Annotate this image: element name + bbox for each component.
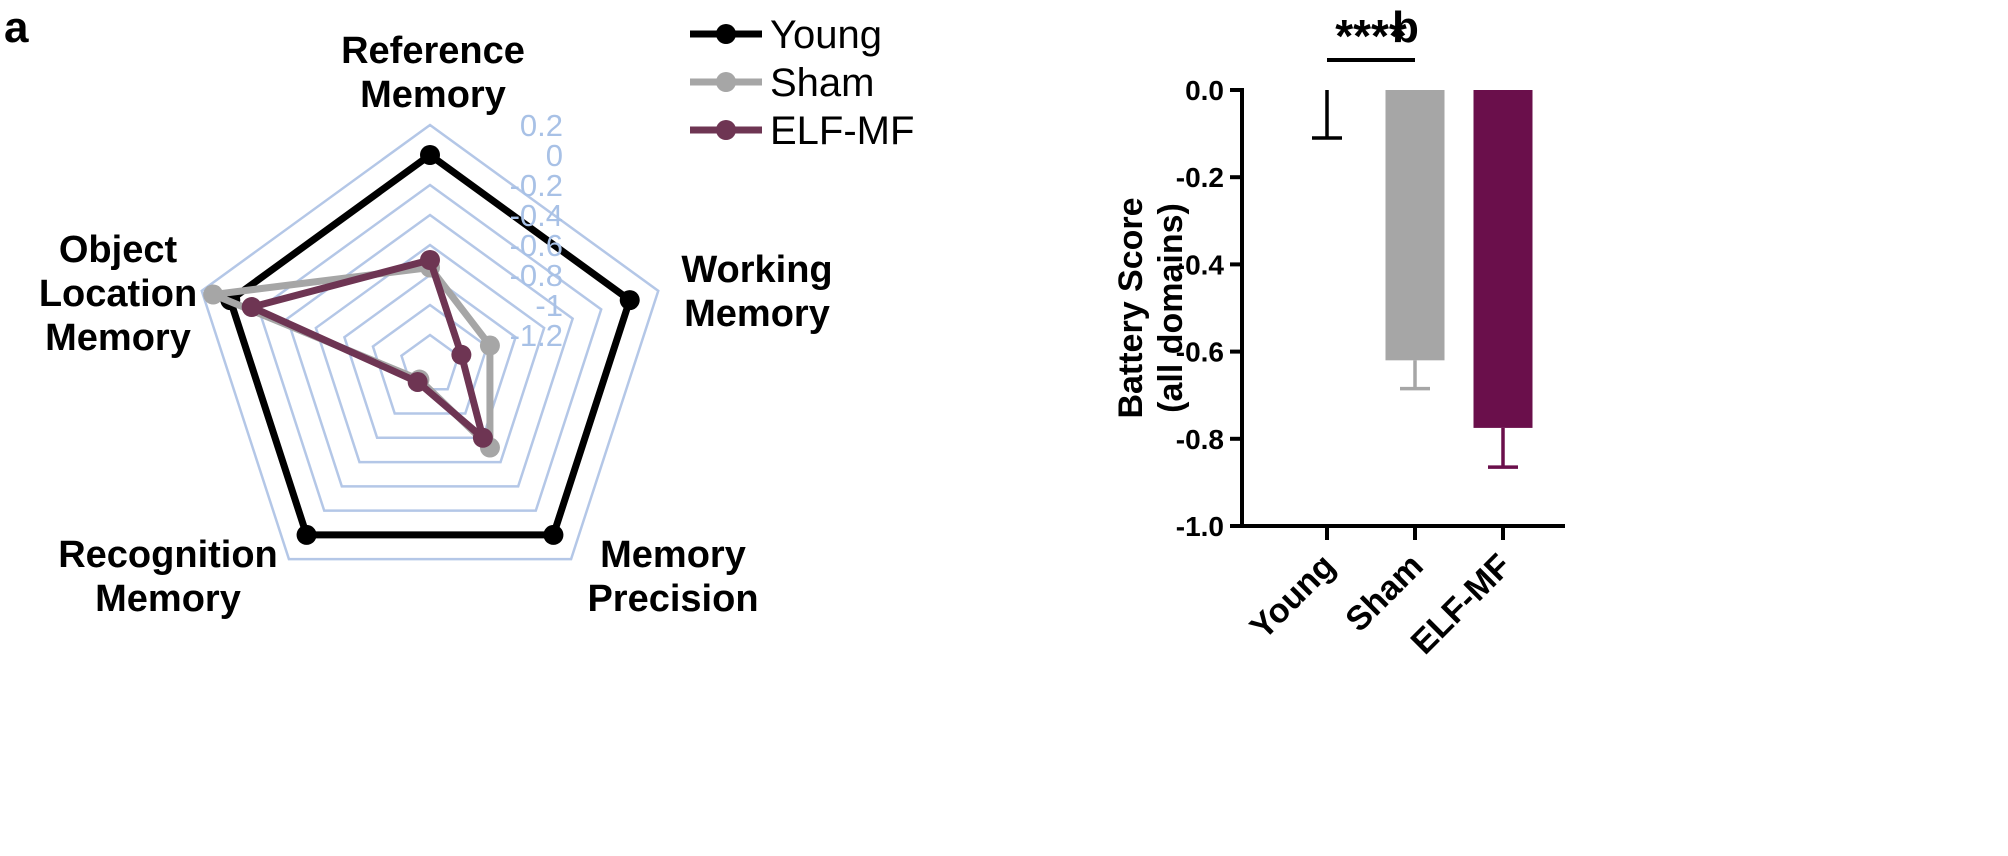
radar-axis-label-line: Object [59, 229, 178, 271]
bar [1385, 90, 1445, 361]
bar-chart: Battery Score(all domains) 0.0 -0.2 -0.4 -0… [1112, 10, 1565, 662]
radar-point [543, 524, 564, 545]
bar-y-axis-label: Battery Score(all domains) [1112, 197, 1190, 418]
radar-tick-label: -0.8 [510, 258, 563, 293]
radar-point [420, 250, 440, 270]
radar-tick-label: -1.2 [510, 318, 563, 353]
radar-series [203, 145, 640, 545]
radar-axis-label-line: Memory [45, 317, 191, 359]
radar-point [203, 284, 224, 305]
radar-point [241, 297, 262, 318]
panel-label-b: b [1392, 3, 1419, 52]
legend-marker [716, 24, 736, 44]
radar-axis-label-line: Memory [360, 74, 506, 116]
radar-axis-label-line: Memory [600, 534, 746, 576]
legend-marker [716, 72, 736, 92]
radar-axis-label-line: Precision [587, 578, 758, 620]
y-tick-label: -0.4 [1176, 249, 1225, 280]
radar-point [296, 524, 317, 545]
legend-marker [716, 120, 736, 140]
radar-grid-ring [314, 243, 546, 464]
radar-tick-labels: 0.20-0.2-0.4-0.6-0.8-1-1.2 [510, 108, 563, 353]
radar-point [479, 335, 500, 356]
y-tick-label: -0.8 [1176, 424, 1224, 455]
radar-tick-label: -0.2 [510, 168, 563, 203]
radar-point [407, 371, 428, 392]
legend-label: ELF-MF [770, 109, 914, 153]
radar-axis-label-line: Memory [95, 578, 241, 620]
radar-tick-label: -0.4 [510, 198, 563, 233]
significance-annotation: **** [1327, 10, 1415, 62]
radar-axis-label-line: Memory [684, 293, 830, 335]
significance-label: **** [1335, 10, 1407, 62]
panel-label-a: a [4, 3, 29, 52]
bar [1473, 90, 1533, 428]
legend-label: Young [770, 13, 882, 57]
radar-tick-label: -0.6 [510, 228, 563, 263]
y-axis-label: Battery Score(all domains) [1112, 197, 1190, 418]
y-axis-label-line: (all domains) [1152, 203, 1190, 413]
radar-tick-label: 0.2 [520, 108, 563, 143]
radar-axis-label-line: Recognition [58, 534, 278, 576]
radar-series-line [226, 151, 634, 539]
radar-grid [200, 123, 660, 561]
radar-axis-label-line: Working [681, 249, 832, 291]
y-tick-label: -0.6 [1176, 337, 1224, 368]
radar-grid-ring [200, 123, 660, 561]
radar-point [420, 145, 440, 165]
radar-axis-label-line: Reference [341, 30, 525, 72]
bar-axes: 0.0 -0.2 -0.4 -0.6 -0.8 -1.0 [1176, 75, 1565, 542]
radar-tick-label: -1 [535, 288, 563, 323]
radar-tick-label: 0 [546, 138, 563, 173]
legend-label: Sham [770, 61, 875, 105]
radar-axis-label-line: Location [39, 273, 197, 315]
radar-point [619, 290, 640, 311]
y-axis-label-line: Battery Score [1112, 197, 1150, 418]
radar-grid-ring [342, 273, 518, 440]
radar-point [451, 344, 472, 365]
radar-grid-ring [371, 303, 489, 415]
y-tick-label: 0.0 [1185, 75, 1224, 106]
radar-series-line [248, 256, 487, 442]
radar-grid-ring [285, 213, 575, 488]
x-category-label: Young [1243, 547, 1343, 647]
y-tick-label: -0.2 [1176, 162, 1224, 193]
y-tick-label: -1.0 [1176, 511, 1224, 542]
radar-point [472, 427, 493, 448]
